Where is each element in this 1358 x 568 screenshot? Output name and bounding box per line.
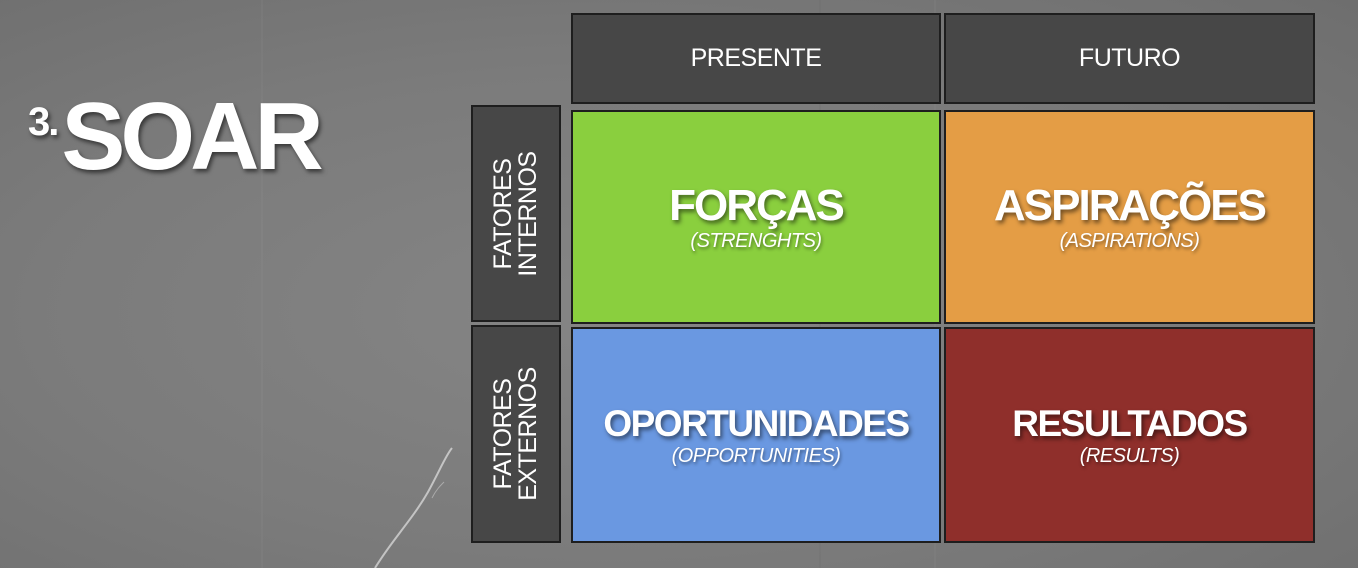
column-header-label: FUTURO bbox=[1078, 44, 1181, 72]
quadrant-title: RESULTADOS bbox=[1012, 402, 1248, 444]
quadrant-subtitle: (STRENGHTS) bbox=[690, 229, 822, 252]
quadrant-title: FORÇAS bbox=[669, 180, 845, 230]
quadrant-subtitle: (ASPIRATIONS) bbox=[1059, 229, 1200, 252]
quadrant-forcas: FORÇAS (STRENGHTS) bbox=[571, 110, 941, 324]
quadrant-title: OPORTUNIDADES bbox=[603, 402, 910, 444]
quadrant-subtitle: (RESULTS) bbox=[1079, 444, 1180, 467]
quadrant-resultados: RESULTADOS (RESULTS) bbox=[944, 327, 1315, 543]
column-header-futuro: FUTURO bbox=[944, 13, 1315, 104]
row-header-label: FATORES INTERNOS bbox=[489, 150, 542, 277]
row-header-label: FATORES EXTERNOS bbox=[489, 367, 542, 501]
quadrant-title: ASPIRAÇÕES bbox=[994, 180, 1267, 230]
quadrant-oportunidades: OPORTUNIDADES (OPPORTUNITIES) bbox=[571, 327, 941, 543]
title-text: SOAR bbox=[61, 83, 323, 190]
row-header-externos: FATORES EXTERNOS bbox=[471, 325, 561, 543]
quadrant-aspiracoes: ASPIRAÇÕES (ASPIRATIONS) bbox=[944, 110, 1315, 324]
row-header-line2: EXTERNOS bbox=[514, 367, 542, 501]
slide-title: 3.SOAR bbox=[28, 82, 324, 192]
quadrant-subtitle: (OPPORTUNITIES) bbox=[671, 444, 841, 467]
column-header-presente: PRESENTE bbox=[571, 13, 941, 104]
title-number: 3. bbox=[28, 100, 59, 144]
row-header-internos: FATORES INTERNOS bbox=[471, 105, 561, 322]
row-header-line2: INTERNOS bbox=[514, 150, 542, 277]
column-header-label: PRESENTE bbox=[690, 44, 822, 72]
row-header-line1: FATORES bbox=[489, 158, 517, 269]
row-header-line1: FATORES bbox=[489, 378, 517, 490]
